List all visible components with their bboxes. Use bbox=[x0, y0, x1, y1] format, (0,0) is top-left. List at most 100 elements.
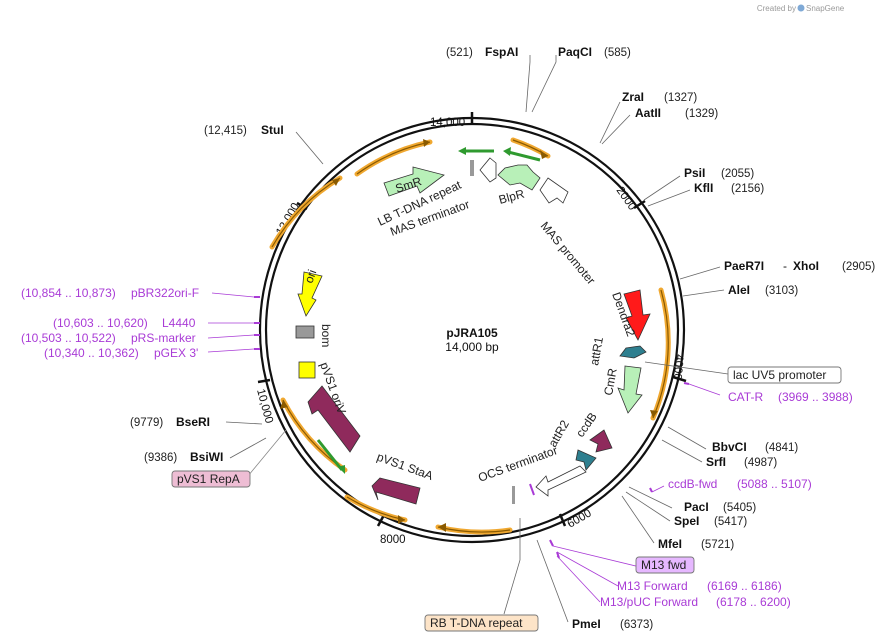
mas-promoter-label: MAS promoter bbox=[538, 219, 598, 287]
primer-l4440: (10,603 .. 10,620) L4440 bbox=[53, 316, 196, 330]
enzyme-pos: (5405) bbox=[723, 502, 756, 514]
primer-cat-r: CAT-R (3969 .. 3988) bbox=[728, 390, 853, 404]
enzyme-fspai: (521) FspAI bbox=[446, 45, 518, 59]
enzyme-pos: (9779) bbox=[130, 417, 163, 429]
dendra2-arrow bbox=[623, 289, 651, 341]
enzyme-pos: (2055) bbox=[721, 168, 754, 180]
enzyme-pos: (2905) bbox=[842, 261, 875, 273]
blpr-arrow bbox=[497, 164, 541, 191]
m13-fwd-label: M13 fwd bbox=[641, 558, 686, 572]
ccdb-label: ccdB bbox=[573, 410, 600, 440]
ocs-terminator-arrow bbox=[535, 465, 587, 497]
ccdb-arrow bbox=[589, 429, 613, 453]
enzyme-name: PsiI bbox=[684, 166, 705, 180]
smr-arrow bbox=[383, 166, 445, 197]
lac-uv5-label: lac UV5 promoter bbox=[733, 368, 826, 382]
lb-tdna-mark bbox=[470, 160, 474, 176]
primer-label: M13/pUC Forward bbox=[600, 595, 698, 609]
enzyme-paqci: PaqCI (585) bbox=[558, 45, 631, 59]
primer-label: pRS-marker bbox=[131, 331, 196, 345]
tick-label-14000: 14,000 bbox=[430, 117, 465, 129]
attr1-label: attR1 bbox=[587, 336, 606, 367]
orf-head-5 bbox=[280, 400, 288, 409]
blpr-label: BlpR bbox=[497, 187, 526, 207]
enzyme-name: MfeI bbox=[658, 537, 682, 551]
pvs1-repa-arrow bbox=[307, 385, 361, 453]
rb-tdna-repeat-box: RB T-DNA repeat bbox=[424, 614, 539, 632]
enzyme-srfi: SrfI (4987) bbox=[706, 455, 777, 469]
plasmid-size: 14,000 bp bbox=[445, 340, 499, 354]
attr1-arrow bbox=[619, 345, 647, 359]
orf-head-3 bbox=[332, 178, 340, 186]
bom-label: bom bbox=[319, 324, 333, 347]
primer-m13-forward: M13 Forward (6169 .. 6186) bbox=[617, 579, 782, 593]
enzyme-name: PacI bbox=[684, 500, 709, 514]
enzyme-bseri: (9779) BseRI bbox=[130, 415, 210, 429]
leader-lac-uv5 bbox=[644, 361, 729, 375]
enzyme-name: AleI bbox=[728, 283, 750, 297]
snapgene-logo-icon bbox=[797, 4, 805, 12]
primer-range: (6178 .. 6200) bbox=[716, 595, 791, 609]
enzyme-pos: (4841) bbox=[765, 442, 798, 454]
enzyme-name: ZraI bbox=[622, 90, 644, 104]
mas-promoter-arrow bbox=[539, 177, 569, 204]
enzyme-name: KflI bbox=[694, 181, 713, 195]
credit-text: Created by bbox=[757, 4, 796, 13]
enzyme-name-2: XhoI bbox=[793, 259, 819, 273]
green-arrow-3 bbox=[316, 439, 344, 471]
enzyme-name: SpeI bbox=[674, 514, 699, 528]
primer-pgex-3: (10,340 .. 10,362) pGEX 3' bbox=[44, 346, 198, 360]
tick-label-8000: 8000 bbox=[380, 534, 406, 546]
orf-head-6 bbox=[398, 515, 405, 524]
bom-box bbox=[295, 325, 315, 339]
primer-pbr322ori-f: (10,854 .. 10,873) pBR322ori-F bbox=[21, 286, 199, 300]
primer-range: (10,603 .. 10,620) bbox=[53, 316, 148, 330]
leader-fspai bbox=[525, 55, 531, 113]
primer-label: L4440 bbox=[162, 316, 196, 330]
tick-mark-8000 bbox=[376, 514, 386, 527]
enzyme-paci: PacI (5405) bbox=[684, 500, 756, 514]
pvs1-oriv-box bbox=[298, 361, 316, 379]
enzyme-psii: PsiI (2055) bbox=[684, 166, 754, 180]
enzyme-separator: - bbox=[783, 259, 787, 273]
tick-mark-4000 bbox=[672, 375, 687, 383]
enzyme-bsiwi: (9386) BsiWI bbox=[144, 450, 223, 464]
plasmid-name: pJRA105 bbox=[446, 326, 498, 340]
enzyme-pmei: PmeI (6373) bbox=[572, 617, 653, 631]
rb-tdna-mark bbox=[512, 486, 515, 504]
enzyme-aatii: AatII (1329) bbox=[635, 106, 718, 120]
enzyme-name: BbvCI bbox=[712, 440, 747, 454]
orf-head-1 bbox=[540, 150, 548, 159]
primer-range: (3969 .. 3988) bbox=[778, 390, 853, 404]
enzyme-pos: (1329) bbox=[685, 108, 718, 120]
primer-label: pBR322ori-F bbox=[131, 286, 199, 300]
enzyme-name: FspAI bbox=[485, 45, 518, 59]
enzyme-stui: (12,415) StuI bbox=[204, 123, 284, 137]
enzyme-bbvci: BbvCI (4841) bbox=[712, 440, 798, 454]
enzyme-pos: (5721) bbox=[701, 539, 734, 551]
lac-uv5-promoter-box: lac UV5 promoter bbox=[727, 366, 842, 384]
primer-label: ccdB-fwd bbox=[668, 477, 717, 491]
enzyme-pos: (9386) bbox=[144, 452, 177, 464]
tick-mark-6000 bbox=[558, 513, 567, 527]
enzyme-pos: (12,415) bbox=[204, 125, 247, 137]
green-arrow-2 bbox=[507, 150, 541, 162]
enzyme-pos: (4987) bbox=[744, 457, 777, 469]
ori-arrow bbox=[297, 271, 323, 317]
enzyme-name: PaqCI bbox=[558, 45, 592, 59]
enzyme-pos: (6373) bbox=[620, 619, 653, 631]
enzyme-pos: (521) bbox=[446, 47, 473, 59]
primer-label: M13 Forward bbox=[617, 579, 688, 593]
enzyme-pos: (5417) bbox=[714, 516, 747, 528]
snapgene-credit: Created by SnapGene bbox=[757, 4, 845, 13]
smr-label: SmR bbox=[394, 174, 424, 196]
enzyme-name: PmeI bbox=[572, 617, 601, 631]
enzyme-pos: (2156) bbox=[731, 183, 764, 195]
enzyme-pos: (3103) bbox=[765, 285, 798, 297]
orf-head-4 bbox=[650, 410, 658, 418]
primer-prs-marker: (10,503 .. 10,522) pRS-marker bbox=[21, 331, 196, 345]
mas-terminator-arrow bbox=[479, 157, 497, 183]
primer-range: (10,340 .. 10,362) bbox=[44, 346, 139, 360]
enzyme-name: StuI bbox=[261, 123, 284, 137]
enzyme-spei: SpeI (5417) bbox=[674, 514, 747, 528]
